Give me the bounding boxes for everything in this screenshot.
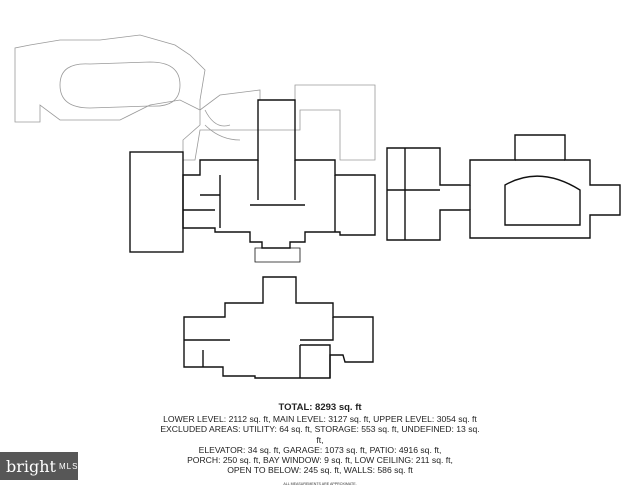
area-line: ELEVATOR: 34 sq. ft, GARAGE: 1073 sq. ft…	[198, 444, 442, 455]
patio-area	[14, 34, 376, 161]
main-house	[182, 99, 376, 249]
area-summary: TOTAL: 8293 sq. ft LOWER LEVEL: 2112 sq.…	[160, 402, 480, 490]
lower-level-plan	[183, 276, 374, 379]
logo-brand: bright	[6, 456, 56, 476]
pool	[59, 61, 181, 109]
area-line: PORCH: 250 sq. ft, BAY WINDOW: 9 sq. ft,…	[187, 455, 453, 466]
logo-suffix: MLS	[58, 461, 79, 471]
floor-plans	[14, 34, 621, 379]
area-line: EXCLUDED AREAS: UTILITY: 64 sq. ft, STOR…	[160, 424, 480, 445]
total-area: TOTAL: 8293 sq. ft	[278, 402, 362, 413]
upper-level-plan	[386, 134, 621, 241]
area-line: OPEN TO BELOW: 245 sq. ft, WALLS: 586 sq…	[227, 465, 413, 476]
bright-mls-logo: bright MLS	[0, 452, 78, 480]
porch	[254, 247, 301, 263]
main-level-plan	[14, 34, 376, 263]
disclaimer: ALL MEASUREMENTS ARE APPROXIMATE.	[283, 482, 357, 487]
area-line: LOWER LEVEL: 2112 sq. ft, MAIN LEVEL: 31…	[163, 414, 477, 425]
garage	[129, 151, 184, 253]
